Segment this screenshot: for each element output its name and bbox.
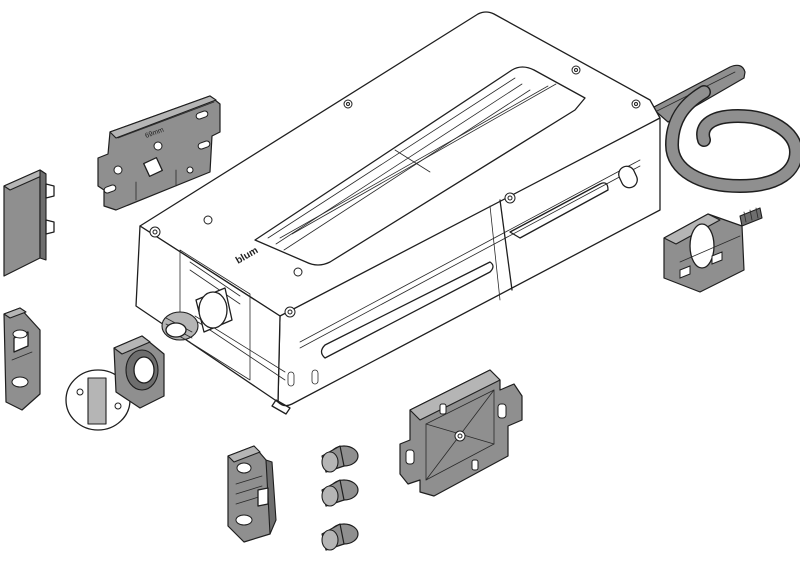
adjustment-knob — [161, 287, 233, 343]
power-cable — [651, 64, 800, 194]
main-drive-housing: blum — [135, 11, 661, 415]
square-coupling — [113, 335, 165, 409]
drive-clip — [663, 207, 763, 293]
bottom-bracket — [227, 445, 277, 543]
round-plate — [65, 369, 131, 431]
dowel-1 — [321, 445, 359, 473]
dowel-2 — [321, 479, 359, 507]
wall-bracket — [3, 307, 41, 411]
mounting-plate — [399, 369, 523, 497]
cover-cap — [3, 169, 55, 277]
mounting-template: 69mm — [97, 95, 221, 211]
dowel-3 — [321, 523, 359, 551]
